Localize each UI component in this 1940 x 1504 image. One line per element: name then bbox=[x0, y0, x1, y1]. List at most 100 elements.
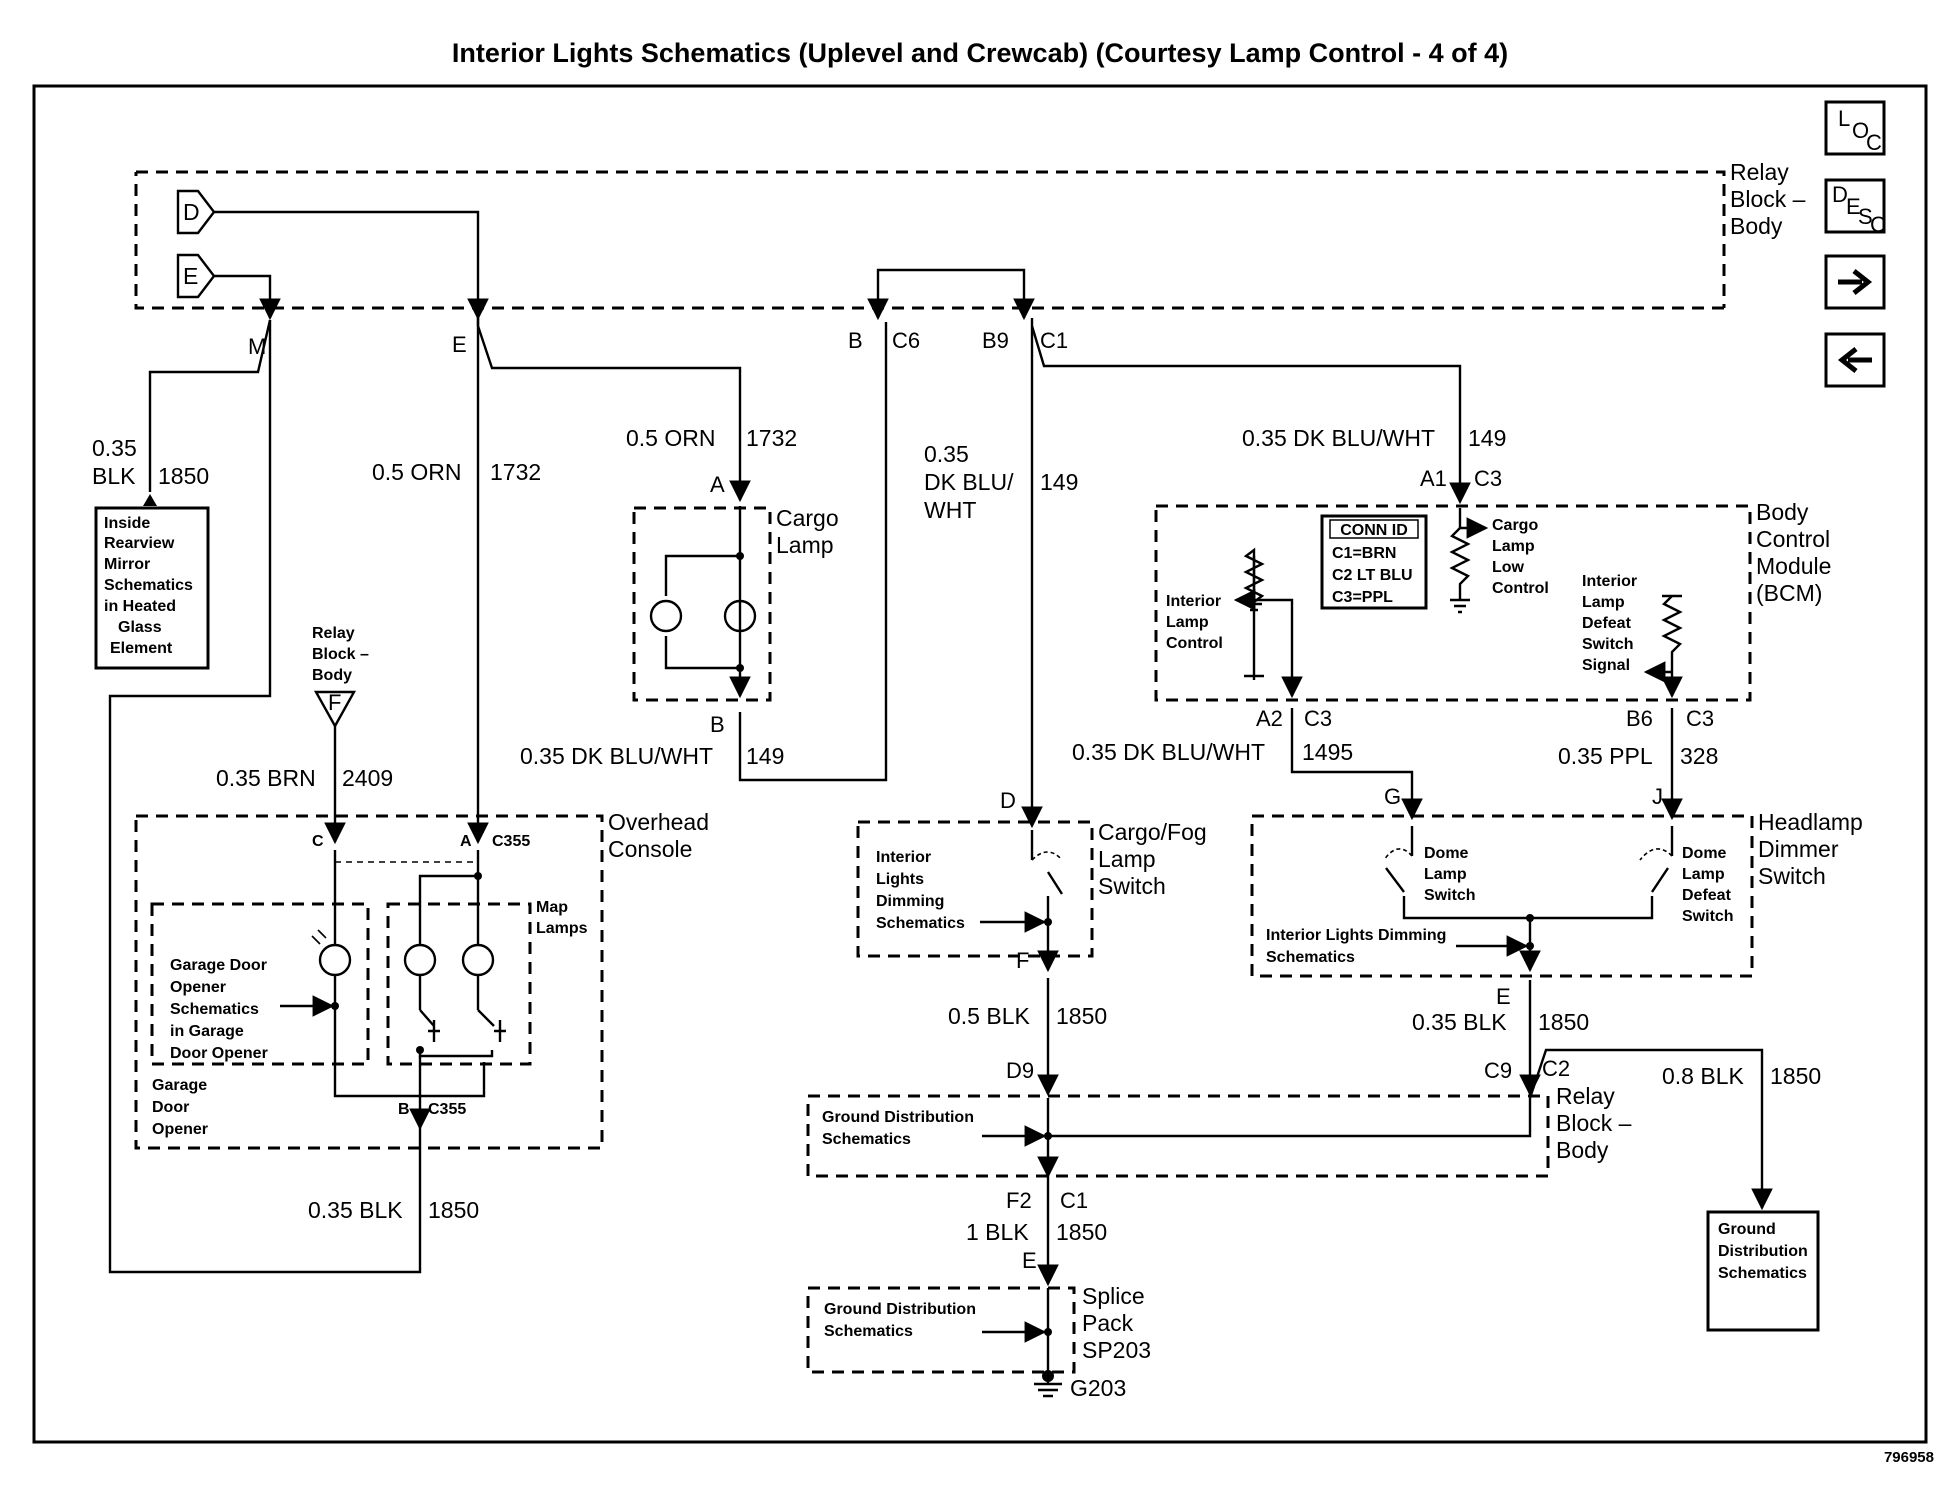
svg-text:B: B bbox=[398, 1101, 410, 1118]
prev-page-button[interactable] bbox=[1824, 332, 1886, 388]
arrow-left-icon bbox=[1837, 347, 1872, 373]
svg-text:Ground: Ground bbox=[1718, 1221, 1776, 1238]
svg-text:1850: 1850 bbox=[1538, 1009, 1589, 1035]
wire-1495 bbox=[1290, 708, 1423, 821]
svg-text:Dimming: Dimming bbox=[876, 893, 944, 910]
svg-text:0.5 ORN: 0.5 ORN bbox=[626, 425, 715, 451]
bulb-icon bbox=[403, 943, 437, 977]
svg-text:Lamp: Lamp bbox=[1492, 538, 1535, 555]
svg-text:1850: 1850 bbox=[1056, 1219, 1107, 1245]
svg-text:Body: Body bbox=[1556, 1137, 1609, 1163]
conn-c1: C1 bbox=[1040, 328, 1068, 353]
svg-text:Body: Body bbox=[312, 667, 352, 684]
svg-text:Door: Door bbox=[152, 1099, 189, 1116]
svg-text:D9: D9 bbox=[1006, 1058, 1034, 1083]
wire-1850-mirror bbox=[108, 319, 422, 1274]
diagram-frame bbox=[32, 84, 1928, 1444]
svg-text:Cargo: Cargo bbox=[776, 505, 839, 531]
svg-text:0.35 PPL: 0.35 PPL bbox=[1558, 743, 1653, 769]
headlamp-dimmer-switch: Headlamp Dimmer Switch G J E Dome Lamp S… bbox=[1250, 784, 1863, 1009]
svg-text:DK BLU/: DK BLU/ bbox=[924, 469, 1014, 495]
svg-text:Interior Lights Dimming: Interior Lights Dimming bbox=[1266, 927, 1446, 944]
svg-text:Distribution: Distribution bbox=[1718, 1243, 1808, 1260]
svg-text:SP203: SP203 bbox=[1082, 1337, 1151, 1363]
pin-b9: B9 bbox=[982, 328, 1009, 353]
svg-text:1850: 1850 bbox=[1770, 1063, 1821, 1089]
ground-distribution-box[interactable]: Ground Distribution Schematics bbox=[1706, 1210, 1820, 1332]
wire-149-cargo-return bbox=[738, 322, 888, 782]
svg-text:A: A bbox=[460, 833, 472, 850]
loc-button[interactable]: L O C bbox=[1824, 100, 1886, 156]
svg-text:Control: Control bbox=[1166, 635, 1223, 652]
svg-text:Schematics: Schematics bbox=[1718, 1265, 1807, 1282]
svg-text:Rearview: Rearview bbox=[104, 535, 175, 552]
svg-text:G: G bbox=[1384, 784, 1401, 809]
svg-text:Block –: Block – bbox=[312, 646, 369, 663]
svg-text:C2 LT BLU: C2 LT BLU bbox=[1332, 567, 1413, 584]
svg-text:J: J bbox=[1652, 784, 1663, 809]
svg-text:F: F bbox=[328, 690, 341, 715]
cargo-fog-lamp-switch: Cargo/Fog Lamp Switch D F Interior Light… bbox=[856, 788, 1207, 973]
svg-text:Opener: Opener bbox=[170, 979, 226, 996]
svg-text:C2: C2 bbox=[1542, 1056, 1570, 1081]
svg-text:Lamp: Lamp bbox=[1582, 594, 1625, 611]
svg-text:D: D bbox=[1832, 182, 1848, 207]
pin-b: B bbox=[848, 328, 863, 353]
desc-button[interactable]: D E S C bbox=[1824, 178, 1886, 237]
svg-text:Lamp: Lamp bbox=[1098, 846, 1156, 872]
relay-block-top: Relay Block – Body D E bbox=[134, 159, 1806, 321]
svg-text:Overhead: Overhead bbox=[608, 809, 709, 835]
svg-text:Ground Distribution: Ground Distribution bbox=[824, 1301, 976, 1318]
svg-text:0.35 DK BLU/WHT: 0.35 DK BLU/WHT bbox=[520, 743, 713, 769]
svg-text:Defeat: Defeat bbox=[1582, 615, 1632, 632]
svg-text:Pack: Pack bbox=[1082, 1310, 1134, 1336]
svg-text:Schematics: Schematics bbox=[1266, 949, 1355, 966]
svg-text:Schematics: Schematics bbox=[876, 915, 965, 932]
svg-text:Switch: Switch bbox=[1682, 908, 1734, 925]
svg-text:A1: A1 bbox=[1420, 466, 1447, 491]
svg-text:Lamp: Lamp bbox=[1166, 614, 1209, 631]
svg-text:Dome: Dome bbox=[1682, 845, 1727, 862]
svg-text:Garage Door: Garage Door bbox=[170, 957, 267, 974]
svg-text:E: E bbox=[1022, 1248, 1037, 1273]
svg-text:C355: C355 bbox=[492, 833, 530, 850]
svg-text:WHT: WHT bbox=[924, 497, 976, 523]
mirror-schematic-box[interactable]: Inside Rearview Mirror Schematics in Hea… bbox=[94, 506, 210, 670]
svg-text:Defeat: Defeat bbox=[1682, 887, 1732, 904]
svg-text:Lamp: Lamp bbox=[1424, 866, 1467, 883]
svg-text:Switch: Switch bbox=[1424, 887, 1476, 904]
svg-text:Control: Control bbox=[1492, 580, 1549, 597]
svg-text:C355: C355 bbox=[428, 1101, 466, 1118]
svg-text:F: F bbox=[1016, 948, 1029, 973]
tag-e bbox=[176, 253, 216, 299]
next-page-button[interactable] bbox=[1824, 254, 1886, 310]
svg-text:Schematics: Schematics bbox=[170, 1001, 259, 1018]
svg-text:Dome: Dome bbox=[1424, 845, 1469, 862]
svg-text:1 BLK: 1 BLK bbox=[966, 1219, 1029, 1245]
svg-text:0.35 BLK: 0.35 BLK bbox=[1412, 1009, 1507, 1035]
svg-text:S: S bbox=[1858, 204, 1873, 229]
svg-text:Lamp: Lamp bbox=[1682, 866, 1725, 883]
svg-text:C3: C3 bbox=[1686, 706, 1714, 731]
svg-text:D: D bbox=[183, 199, 200, 225]
svg-text:0.35 BRN: 0.35 BRN bbox=[216, 765, 316, 791]
svg-text:149: 149 bbox=[1468, 425, 1506, 451]
svg-text:Opener: Opener bbox=[152, 1121, 208, 1138]
svg-text:C1: C1 bbox=[1060, 1188, 1088, 1213]
svg-text:Door Opener: Door Opener bbox=[170, 1045, 268, 1062]
svg-text:E: E bbox=[1496, 984, 1511, 1009]
svg-text:C: C bbox=[1866, 130, 1882, 155]
svg-text:G203: G203 bbox=[1070, 1375, 1126, 1401]
svg-text:1850: 1850 bbox=[428, 1197, 479, 1223]
svg-text:C: C bbox=[312, 833, 324, 850]
svg-text:Lamp: Lamp bbox=[776, 532, 834, 558]
svg-text:Low: Low bbox=[1492, 559, 1525, 576]
svg-text:Cargo/Fog: Cargo/Fog bbox=[1098, 819, 1207, 845]
svg-text:Schematics: Schematics bbox=[822, 1131, 911, 1148]
diagram-title: Interior Lights Schematics (Uplevel and … bbox=[452, 38, 1508, 68]
svg-text:C9: C9 bbox=[1484, 1058, 1512, 1083]
svg-text:Body: Body bbox=[1730, 213, 1783, 239]
svg-text:0.5 ORN: 0.5 ORN bbox=[372, 459, 461, 485]
svg-text:Block –: Block – bbox=[1556, 1110, 1632, 1136]
